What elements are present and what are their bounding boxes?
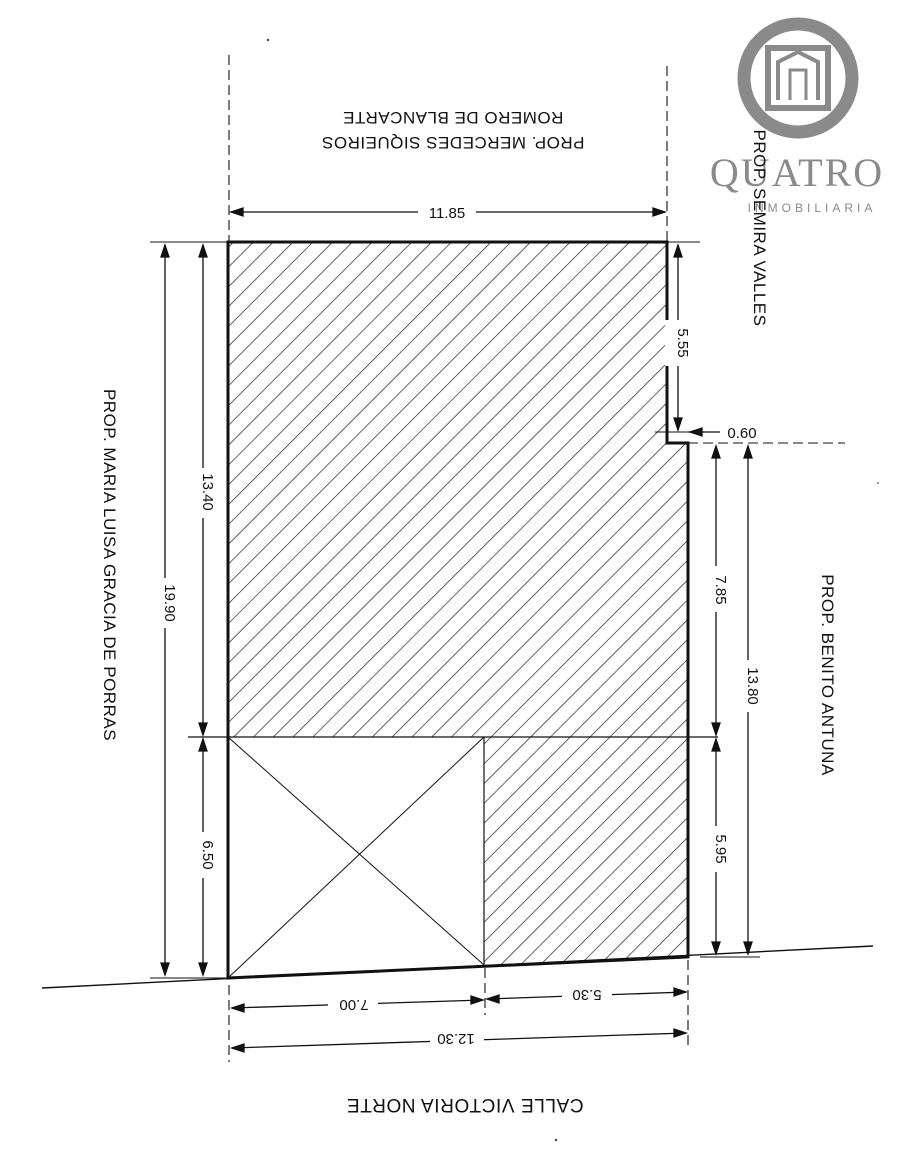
dim-step: 0.60	[727, 425, 756, 442]
owner-right-top: PROP. SEMIRA VALLES	[750, 130, 769, 327]
dim-left-upper: 13.40	[199, 473, 216, 511]
dim-right-total: 13.80	[744, 667, 761, 705]
logo-wordmark: QUATRO	[710, 150, 884, 195]
owner-right: PROP. BENITO ANTUNA	[818, 574, 837, 776]
dim-right-upper: 5.55	[674, 328, 691, 357]
dim-left-total: 19.90	[161, 584, 178, 622]
dim-top-width: 11.85	[429, 205, 465, 222]
street-name: CALLE VICTORIA NORTE	[346, 1094, 583, 1115]
dim-bottom-left: 7.00	[339, 996, 368, 1013]
dim-left-lower: 6.50	[199, 840, 216, 869]
logo-ring-icon	[737, 17, 859, 139]
open-area-diagonal-1	[227, 736, 485, 966]
logo-building-icon	[765, 45, 831, 111]
open-area-diagonal-2	[227, 736, 485, 979]
quatro-logo: QUATRO INMOBILIARIA	[710, 17, 884, 215]
dim-right-mid: 7.85	[712, 575, 729, 604]
street-line	[41, 945, 874, 989]
owner-left: PROP. MARIA LUISA GRACIA DE PORRAS	[100, 389, 119, 741]
logo-subtitle: INMOBILIARIA	[748, 201, 877, 215]
dim-bottom-total: 12.30	[437, 1030, 475, 1047]
owner-top-line2: ROMERO DE BLANCARTE	[343, 108, 564, 127]
hatched-area-front-right	[484, 737, 688, 965]
owner-top-line1: PROP. MERCEDES SIQUEIROS	[322, 133, 585, 152]
dim-bottom-right: 5.30	[572, 986, 601, 1003]
hatched-area-rear	[228, 242, 688, 737]
dim-right-lower: 5.95	[712, 834, 729, 863]
extension-lines	[228, 55, 845, 1062]
